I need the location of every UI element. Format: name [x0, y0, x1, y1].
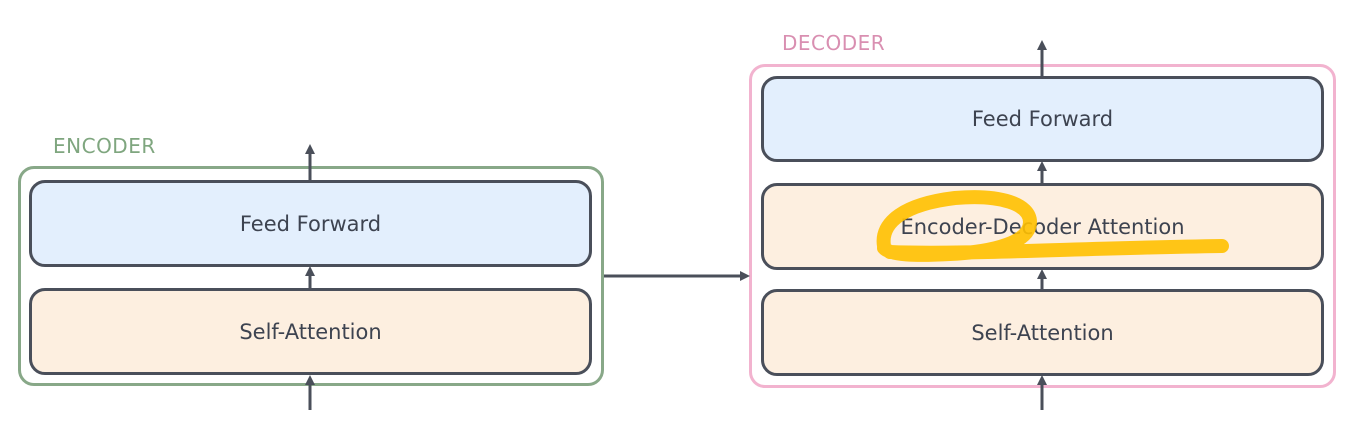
- encoder-self-attention-label: Self-Attention: [239, 319, 382, 344]
- decoder-encoder-decoder-attention-label: Encoder-Decoder Attention: [900, 214, 1185, 239]
- encoder-self-attention-layer: Self-Attention: [29, 288, 592, 375]
- decoder-self-attention-label: Self-Attention: [971, 320, 1114, 345]
- encoder-feed-forward-label: Feed Forward: [239, 211, 382, 236]
- encoder-label: ENCODER: [53, 134, 156, 158]
- encoder-feed-forward-layer: Feed Forward: [29, 180, 592, 267]
- decoder-label: DECODER: [782, 31, 886, 55]
- highlight-scribble: [876, 190, 1229, 262]
- decoder-feed-forward-layer: Feed Forward: [761, 76, 1324, 162]
- decoder-self-attention-layer: Self-Attention: [761, 289, 1324, 376]
- decoder-feed-forward-label: Feed Forward: [971, 107, 1114, 131]
